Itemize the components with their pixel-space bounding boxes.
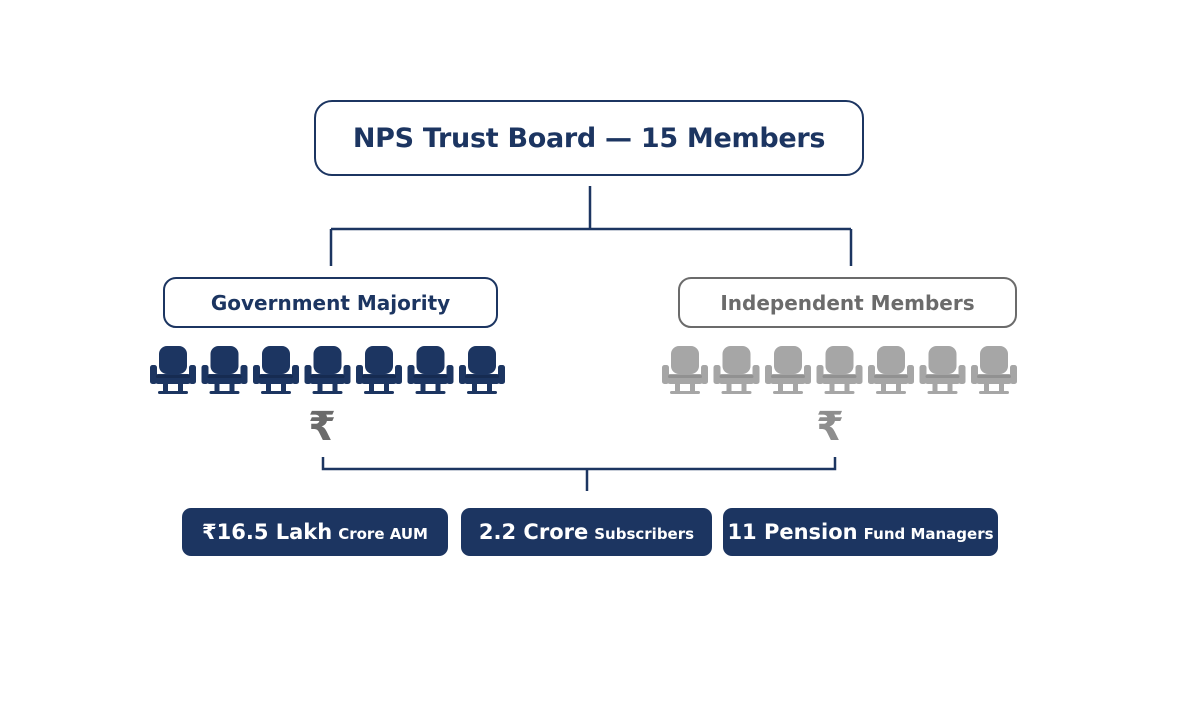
connector-top <box>329 186 853 266</box>
seat-icon <box>919 346 966 394</box>
seat-icons <box>662 346 1017 394</box>
government-majority-label: Government Majority <box>210 290 451 315</box>
seat-icon <box>713 346 760 394</box>
independent-members-label: Independent Members <box>720 290 975 315</box>
seat-icon <box>459 346 505 394</box>
seat-icon <box>407 346 454 394</box>
aum-unit: Crore AUM <box>338 525 428 543</box>
seat-icon <box>662 346 708 394</box>
seat-icon <box>868 346 914 394</box>
board-title-box: NPS Trust Board — 15 Members <box>314 100 864 176</box>
subscribers-value: 2.2 Crore <box>478 520 589 544</box>
fund-managers-stat-badge: 11 Pension Fund Managers <box>723 508 998 556</box>
seat-icons <box>150 346 505 394</box>
fund-managers-value: 11 Pension <box>727 520 858 544</box>
independent-seats <box>660 344 1019 396</box>
seat-icon <box>765 346 811 394</box>
connector-bottom <box>321 457 837 491</box>
seat-icon <box>304 346 351 394</box>
seat-icon <box>816 346 863 394</box>
seat-icon <box>201 346 248 394</box>
aum-stat-badge: ₹16.5 Lakh Crore AUM <box>182 508 448 556</box>
subscribers-stat-badge: 2.2 Crore Subscribers <box>461 508 712 556</box>
rupee-icon: ₹ <box>308 404 336 450</box>
seat-icon <box>356 346 402 394</box>
seat-icon <box>150 346 196 394</box>
rupee-icon: ₹ <box>816 404 844 450</box>
government-majority-box: Government Majority <box>163 277 498 328</box>
aum-value: ₹16.5 Lakh <box>202 520 333 544</box>
independent-members-box: Independent Members <box>678 277 1017 328</box>
board-title: NPS Trust Board — 15 Members <box>352 122 826 154</box>
subscribers-unit: Subscribers <box>594 525 695 543</box>
government-seats <box>148 344 507 396</box>
fund-managers-unit: Fund Managers <box>863 525 994 543</box>
seat-icon <box>253 346 299 394</box>
seat-icon <box>971 346 1017 394</box>
